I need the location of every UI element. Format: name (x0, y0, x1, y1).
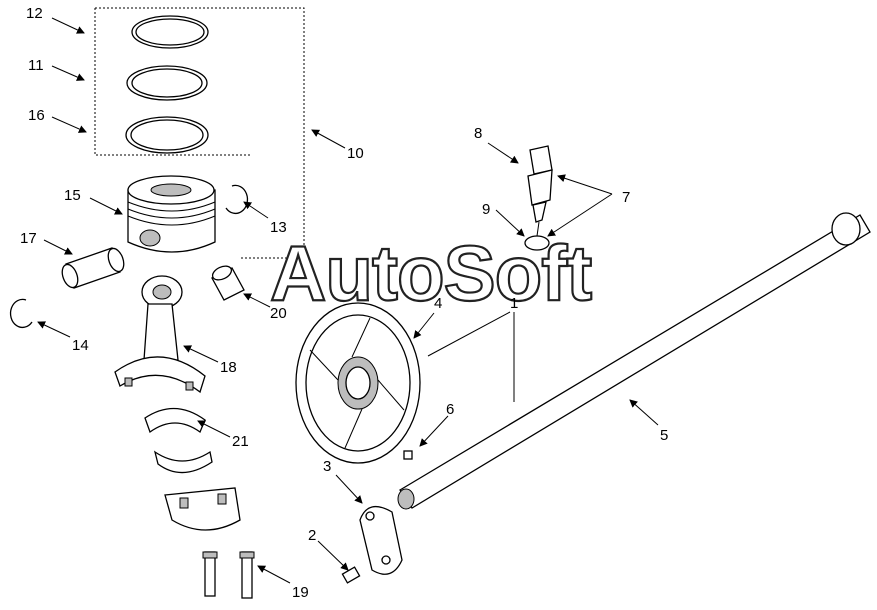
callout-9: 9 (482, 201, 490, 218)
callout-8: 8 (474, 125, 482, 142)
rod-cap (164, 487, 241, 531)
piston-group-bracket (94, 7, 305, 259)
injector-washer (524, 235, 550, 251)
callout-5: 5 (660, 427, 668, 444)
injector-nozzle (527, 145, 553, 237)
callout-6: 6 (446, 401, 454, 418)
camshaft-gear (295, 302, 421, 464)
callout-10: 10 (347, 145, 364, 162)
callout-11: 11 (28, 57, 44, 74)
callout-3: 3 (323, 458, 331, 475)
snap-ring-right (225, 184, 249, 215)
watermark: AutoSoft (270, 229, 592, 317)
piston-ring-middle (126, 65, 208, 101)
rod-bolt-right (239, 551, 255, 599)
rod-bearing-upper (144, 407, 206, 434)
connecting-rod (114, 275, 206, 394)
callout-18: 18 (220, 359, 237, 376)
callout-12: 12 (26, 5, 43, 22)
rod-bearing-lower (153, 450, 213, 474)
callout-14: 14 (72, 337, 89, 354)
rod-bushing (211, 265, 245, 301)
piston-pin (61, 247, 125, 289)
leader-lines (37, 17, 659, 584)
thrust-plate (359, 505, 403, 575)
snap-ring-left (9, 298, 33, 329)
camshaft (397, 212, 871, 510)
piston (127, 175, 216, 253)
callout-2: 2 (308, 527, 316, 544)
piston-ring-oil (125, 116, 209, 154)
callout-16: 16 (28, 107, 45, 124)
rod-bolt-left (202, 551, 218, 597)
callout-20: 20 (270, 305, 287, 322)
callout-1: 1 (510, 295, 518, 312)
thrust-plate-capscrew (341, 566, 361, 584)
woodruff-key (403, 450, 413, 460)
callout-19: 19 (292, 584, 309, 601)
callout-4: 4 (434, 295, 442, 312)
callout-17: 17 (20, 230, 37, 247)
callout-21: 21 (232, 433, 249, 450)
piston-ring-top (131, 15, 209, 49)
callout-15: 15 (64, 187, 81, 204)
callout-7: 7 (622, 189, 630, 206)
callout-13: 13 (270, 219, 287, 236)
